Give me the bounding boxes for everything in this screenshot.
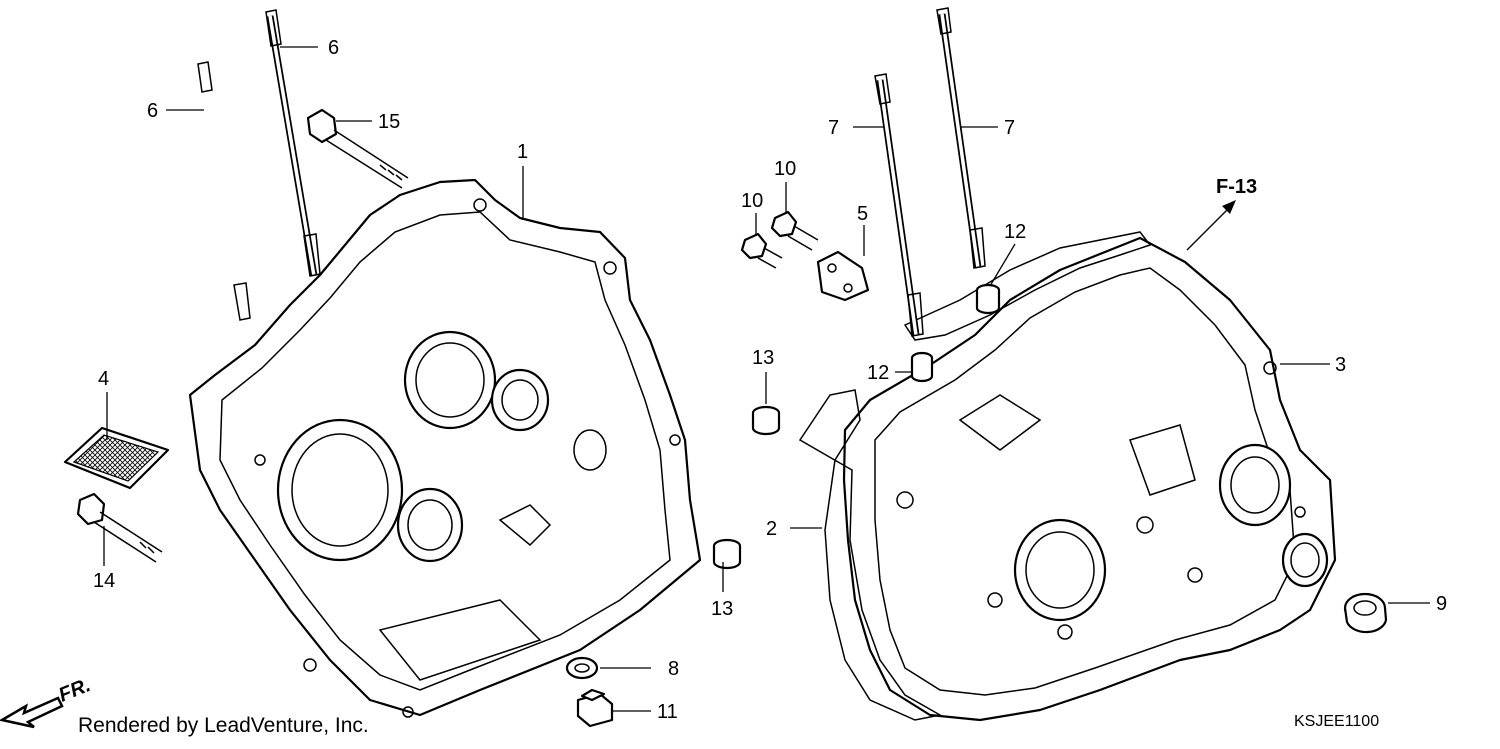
callout-6b: 6 — [328, 37, 339, 59]
reference-f13: F-13 — [1216, 176, 1257, 198]
callout-7b: 7 — [1004, 117, 1015, 139]
right-crankcase-half — [842, 236, 1337, 722]
stud-bolt-7a — [874, 73, 924, 337]
callout-7a: 7 — [828, 117, 839, 139]
callout-9: 9 — [1436, 593, 1447, 615]
callout-3: 3 — [1335, 354, 1346, 376]
oil-seal-9 — [1343, 592, 1388, 634]
callout-4: 4 — [98, 368, 109, 390]
callout-8: 8 — [668, 658, 679, 680]
sealing-washer-8 — [565, 656, 599, 680]
stud-bolt-6b — [265, 9, 321, 277]
callout-1: 1 — [517, 141, 528, 163]
callout-13a: 13 — [752, 347, 774, 369]
front-direction-label: FR. — [56, 674, 94, 706]
callout-13b: 13 — [711, 598, 733, 620]
flange-bolt-14 — [76, 492, 163, 563]
dowel-pin-12b — [910, 351, 934, 383]
footer-credit: Rendered by LeadVenture, Inc. — [78, 714, 369, 737]
callout-11: 11 — [657, 701, 678, 723]
callout-14: 14 — [93, 570, 115, 592]
bolt-10b — [740, 232, 783, 269]
bolt-10a — [770, 210, 819, 251]
crankcase-gasket — [798, 231, 1152, 721]
dowel-pin-13a — [751, 405, 781, 436]
dowel-pin-12a — [975, 283, 1001, 315]
callout-12a: 12 — [1004, 221, 1026, 243]
stud-bolt-7b — [936, 7, 986, 269]
callout-15: 15 — [378, 111, 400, 133]
callout-labels: 1 2 3 4 5 6 6 7 7 8 9 10 10 11 12 12 13 … — [93, 37, 1447, 723]
left-crankcase-half — [188, 178, 702, 718]
flange-bolt-15 — [306, 108, 409, 189]
drain-bolt-11 — [576, 688, 614, 728]
diagram-code: KSJEE1100 — [1294, 713, 1380, 730]
callout-6a: 6 — [147, 100, 158, 122]
setting-plate-5 — [816, 250, 870, 302]
callout-2: 2 — [766, 518, 777, 540]
callout-10a: 10 — [774, 158, 796, 180]
dowel-pin-13b — [712, 538, 742, 570]
oil-strainer-screen-4 — [63, 426, 170, 490]
callout-12b: 12 — [867, 362, 889, 384]
callout-10b: 10 — [741, 190, 763, 212]
stud-bolt-6a — [197, 61, 251, 321]
leader-lines — [103, 46, 1430, 712]
callout-5: 5 — [857, 203, 868, 225]
